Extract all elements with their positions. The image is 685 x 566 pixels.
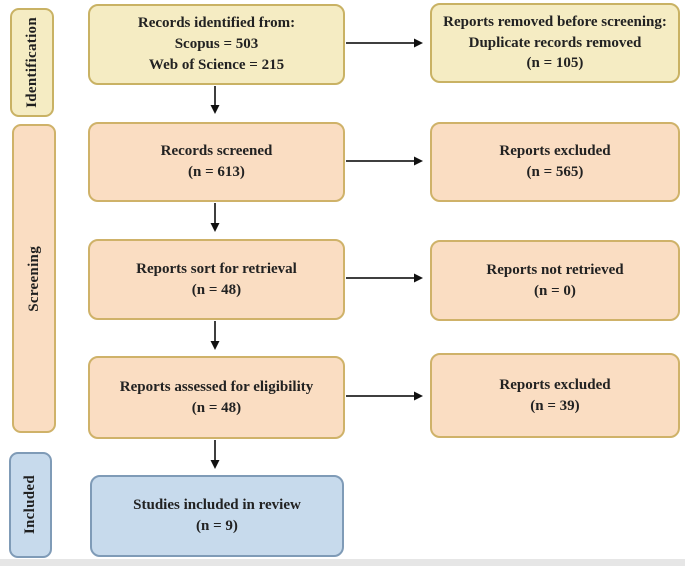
box-records-screened-line: Records screened [160, 143, 273, 160]
box-reports-removed-line: Duplicate records removed [468, 34, 642, 51]
box-reports-excluded-eligibility-line: (n = 39) [530, 397, 580, 414]
box-reports-excluded-screening: Reports excluded (n = 565) [430, 122, 680, 202]
box-records-identified-line: Scopus = 503 [174, 36, 259, 53]
box-reports-sort-retrieval: Reports sort for retrieval (n = 48) [88, 239, 345, 320]
box-reports-sort-retrieval-line: (n = 48) [191, 281, 242, 298]
box-reports-not-retrieved: Reports not retrieved (n = 0) [430, 240, 680, 321]
stage-included-label: Included [22, 475, 38, 535]
bottom-edge-strip [0, 559, 685, 566]
stage-included: Included [9, 452, 52, 558]
box-reports-assessed-line: Reports assessed for eligibility [119, 378, 314, 395]
box-reports-not-retrieved-line: Reports not retrieved [486, 261, 624, 278]
box-reports-removed-line: Reports removed before screening: [443, 13, 667, 30]
box-studies-included-line: (n = 9) [196, 518, 238, 534]
box-reports-excluded-eligibility-line: Reports excluded [499, 376, 611, 393]
stage-screening-label: Screening [25, 245, 42, 312]
stage-identification-label: Identification [23, 17, 40, 108]
box-records-screened-line: (n = 613) [188, 164, 245, 180]
box-reports-removed-line: (n = 105) [526, 55, 584, 72]
box-records-identified-line: Records identified from: [137, 15, 296, 32]
box-reports-removed-before-screening: Reports removed before screening: Duplic… [430, 3, 680, 83]
box-reports-assessed-line: (n = 48) [191, 399, 242, 416]
box-records-identified-line: Web of Science = 215 [148, 56, 285, 73]
box-reports-assessed: Reports assessed for eligibility (n = 48… [88, 356, 345, 439]
box-reports-not-retrieved-line: (n = 0) [534, 282, 576, 299]
box-records-screened: Records screened (n = 613) [88, 122, 345, 202]
stage-identification: Identification [10, 8, 54, 117]
box-reports-excluded-screening-line: Reports excluded [499, 143, 611, 160]
box-studies-included: Studies included in review (n = 9) [90, 475, 344, 557]
stage-screening: Screening [12, 124, 56, 433]
box-reports-excluded-eligibility: Reports excluded (n = 39) [430, 353, 680, 438]
box-reports-sort-retrieval-line: Reports sort for retrieval [136, 260, 297, 277]
box-reports-excluded-screening-line: (n = 565) [526, 164, 584, 180]
box-studies-included-line: Studies included in review [133, 497, 301, 514]
box-records-identified: Records identified from: Scopus = 503 We… [88, 4, 345, 85]
